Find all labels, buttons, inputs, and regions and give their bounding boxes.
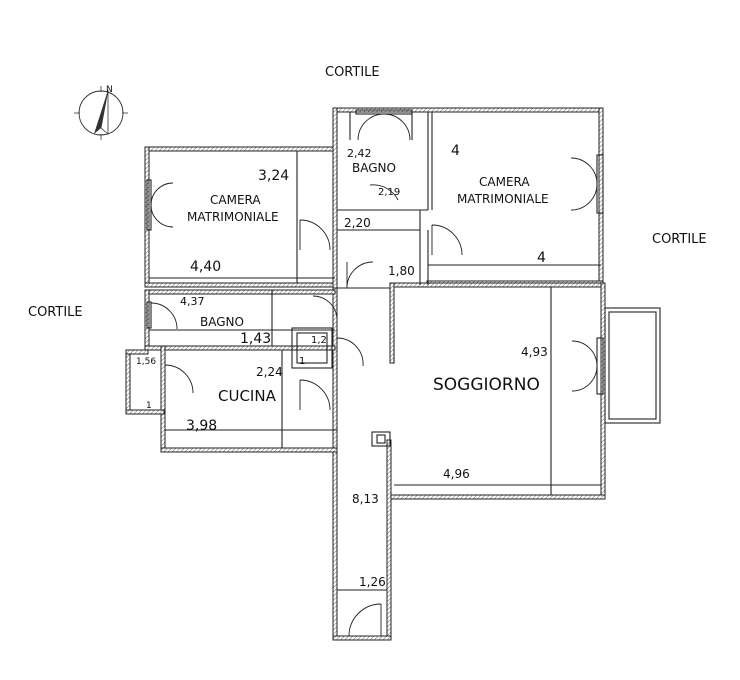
corridoio-dim-a: 8,13 xyxy=(352,492,379,506)
label-cortile-left: CORTILE xyxy=(28,305,83,320)
disimpegno-dim: 2,20 xyxy=(344,216,371,230)
bagno-mid-dim-b: 1,43 xyxy=(240,331,271,347)
compass-north-label: N xyxy=(106,85,113,95)
balcone-dim-b: 1 xyxy=(146,401,152,411)
camera2-name-1: CAMERA xyxy=(479,175,530,189)
labels: CORTILE CORTILE CORTILE 3,24 CAMERA MATR… xyxy=(28,65,707,589)
doors xyxy=(164,184,463,637)
camera1-name-1: CAMERA xyxy=(210,193,261,207)
bagno-top-dim-b: 2,19 xyxy=(378,187,400,198)
soggiorno-dim-b: 4,96 xyxy=(443,467,470,481)
windows xyxy=(146,109,604,395)
corridoio-dim-b: 1,26 xyxy=(359,575,386,589)
ripostiglio-dim: 1,80 xyxy=(388,264,415,278)
bagno-top-name: BAGNO xyxy=(352,161,396,175)
camera1-name-2: MATRIMONIALE xyxy=(187,210,279,224)
cucina-name: CUCINA xyxy=(218,387,277,405)
camera1-dim-top: 3,24 xyxy=(258,168,289,184)
closet-dim-a: 1,2 xyxy=(311,335,327,346)
cucina-dim-b: 3,98 xyxy=(186,418,217,434)
soggiorno-dim-a: 4,93 xyxy=(521,345,548,359)
cucina-dim-a: 2,24 xyxy=(256,365,283,379)
balcone-dim-a: 1,56 xyxy=(136,357,156,367)
label-cortile-right: CORTILE xyxy=(652,232,707,247)
camera2-dim-bottom: 4 xyxy=(537,250,546,266)
compass-icon: N xyxy=(74,85,128,140)
camera2-name-2: MATRIMONIALE xyxy=(457,192,549,206)
closet-dim-b: 1 xyxy=(299,356,305,367)
bagno-top-dim-a: 2,42 xyxy=(347,147,372,160)
outer-walls xyxy=(125,107,606,641)
bagno-mid-name: BAGNO xyxy=(200,315,244,329)
camera2-dim-left: 4 xyxy=(451,143,460,159)
inner-walls xyxy=(149,112,661,591)
soggiorno-name: SOGGIORNO xyxy=(433,375,540,395)
bagno-mid-dim-a: 4,37 xyxy=(180,295,205,308)
camera1-dim-bottom: 4,40 xyxy=(190,259,221,275)
label-cortile-top: CORTILE xyxy=(325,65,380,80)
